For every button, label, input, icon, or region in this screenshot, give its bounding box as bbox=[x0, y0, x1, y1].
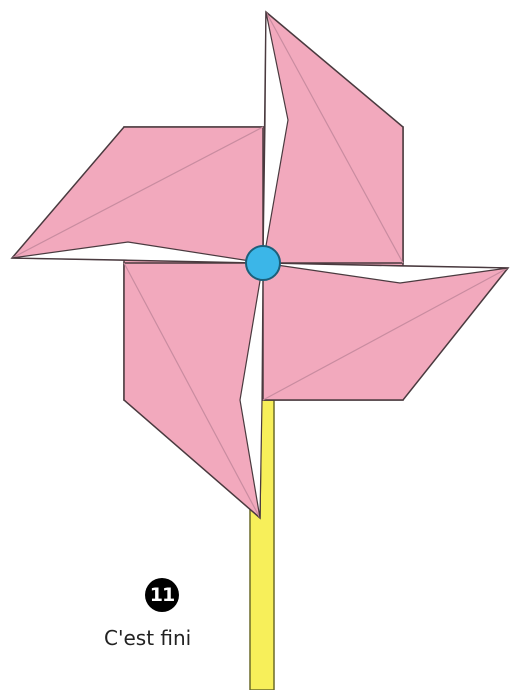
step-number-badge: 11 bbox=[145, 578, 179, 612]
step-caption: C'est fini bbox=[104, 626, 191, 650]
blade-left bbox=[12, 127, 263, 263]
center-pin bbox=[246, 246, 280, 280]
blade-right bbox=[263, 263, 508, 400]
